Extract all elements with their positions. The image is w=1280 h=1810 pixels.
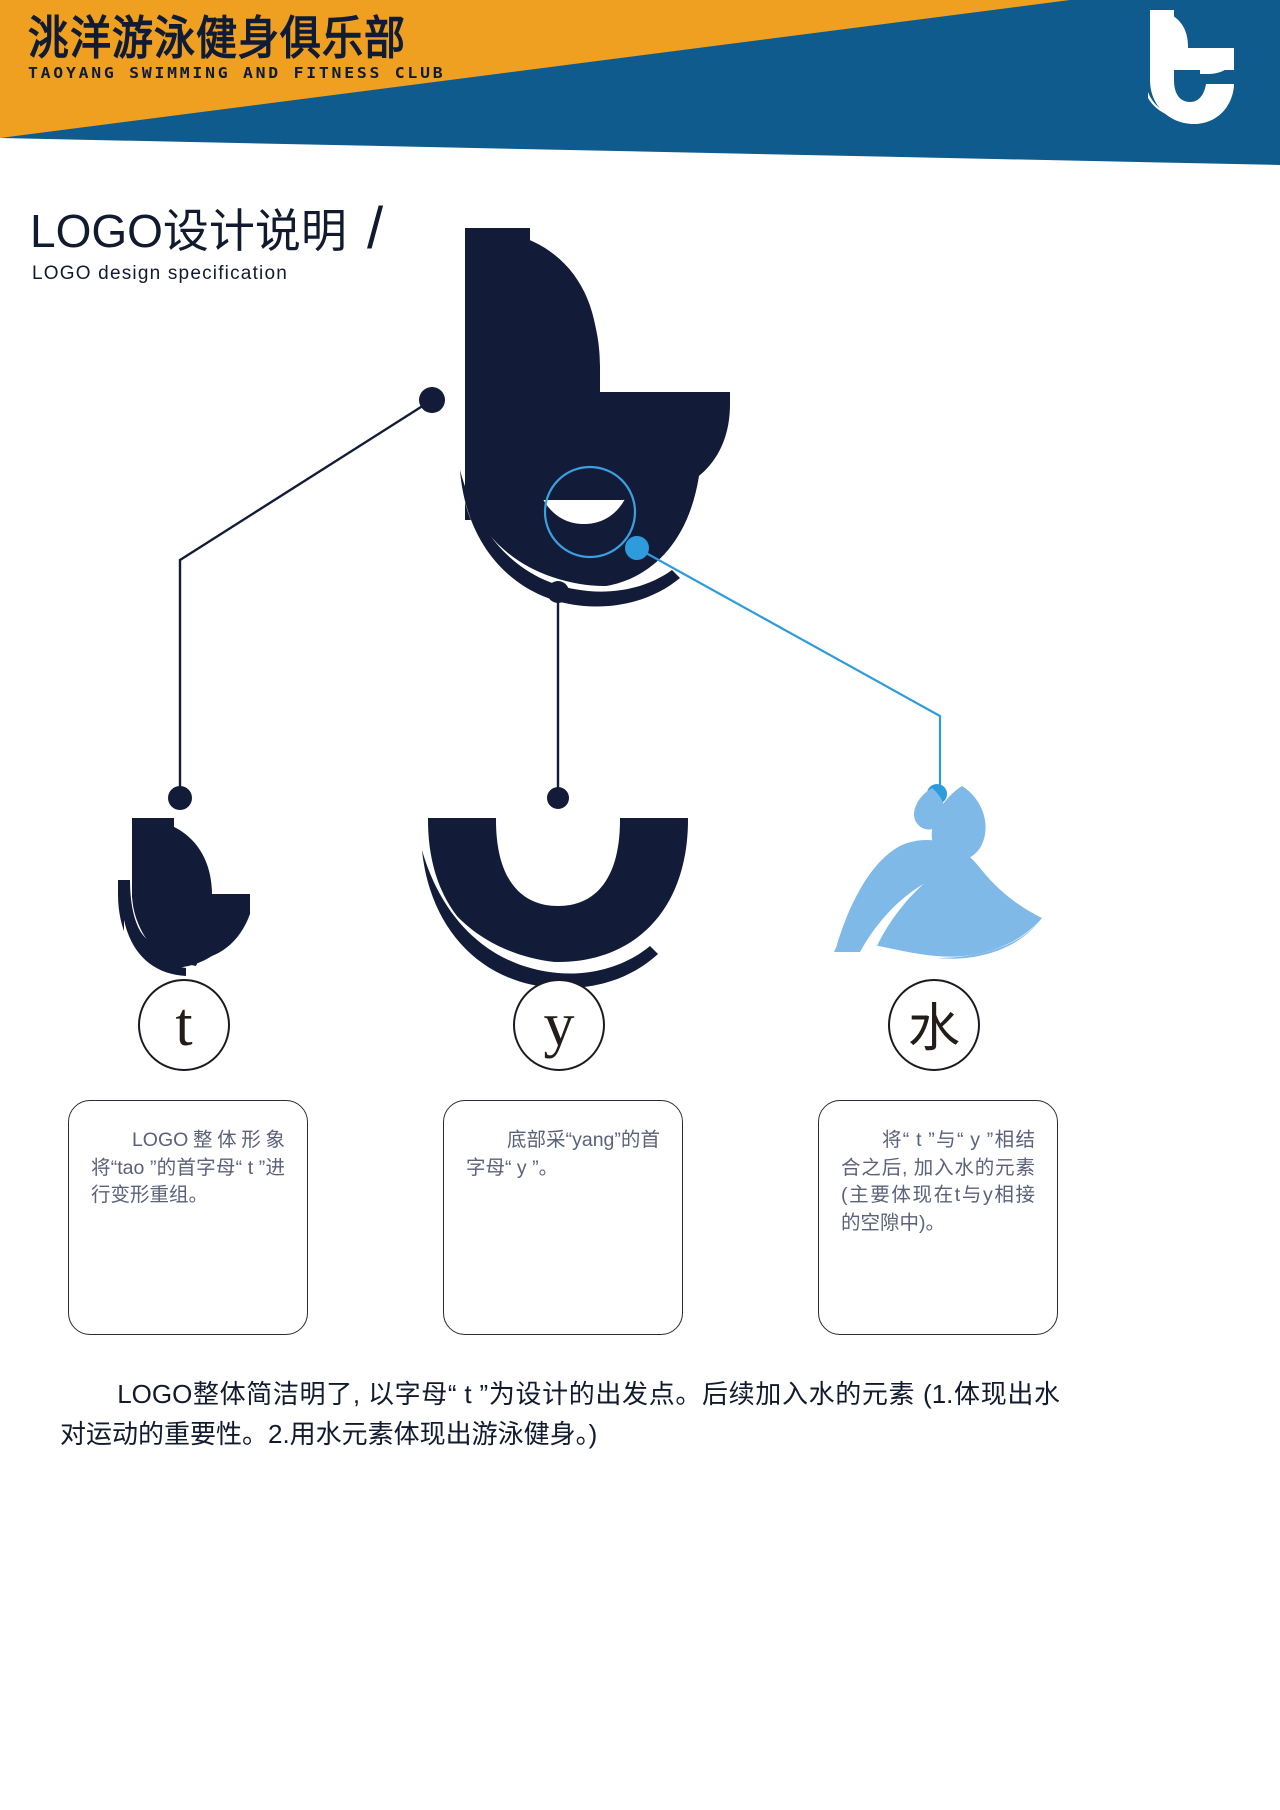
title-slash-decoration: / (366, 196, 384, 261)
connector-dot-bottom-t (168, 786, 192, 810)
circle-label-y-text: y (544, 991, 575, 1059)
circle-label-t-text: t (175, 991, 192, 1059)
header-orange-band (0, 0, 1070, 138)
connector-dot-top-y (547, 581, 569, 603)
circle-label-y: y (513, 979, 605, 1071)
note-box-y-text: 底部采“yang”的首字母“ y ”。 (466, 1129, 660, 1179)
note-box-water-text: 将“ t ”与“ y ”相结合之后, 加入水的元素 (主要体现在t与y相接的空隙… (841, 1129, 1035, 1235)
brand-name-en: TAOYANG SWIMMING AND FITNESS CLUB (28, 64, 446, 82)
element-y-mark (422, 818, 688, 989)
connector-dot-top-water (625, 536, 649, 560)
connector-dot-top-t (419, 387, 445, 413)
poster-header: 洮洋游泳健身俱乐部 TAOYANG SWIMMING AND FITNESS C… (0, 0, 1280, 165)
page-subtitle: LOGO design specification (32, 263, 289, 285)
note-box-t-text: LOGO整体形象将“tao ”的首字母“ t ”进行变形重组。 (91, 1129, 285, 1207)
note-box-y: 底部采“yang”的首字母“ y ”。 (443, 1100, 683, 1335)
summary-paragraph: LOGO整体简洁明了, 以字母“ t ”为设计的出发点。后续加入水的元素 (1.… (60, 1379, 1060, 1450)
corner-t-logo-icon (1148, 10, 1234, 124)
brand-lockup: 洮洋游泳健身俱乐部 TAOYANG SWIMMING AND FITNESS C… (28, 11, 443, 82)
circle-label-water-text: 水 (908, 999, 960, 1059)
connector-t (168, 387, 445, 810)
highlight-circle (543, 465, 637, 559)
page-title-block: LOGO设计说明 / LOGO design specification (30, 196, 384, 285)
circle-label-water: 水 (888, 979, 980, 1071)
header-shapes (0, 0, 1280, 165)
main-logo-mark (460, 228, 730, 607)
note-box-t: LOGO整体形象将“tao ”的首字母“ t ”进行变形重组。 (68, 1100, 308, 1335)
page-title: LOGO设计说明 (30, 205, 347, 258)
header-blue-band (0, 0, 1280, 165)
note-box-row: LOGO整体形象将“tao ”的首字母“ t ”进行变形重组。 底部采“yang… (0, 1100, 1280, 1340)
element-t-mark (118, 818, 250, 976)
element-water-mark (834, 786, 1042, 959)
connector-y (547, 581, 569, 809)
connector-dot-bottom-y (547, 787, 569, 809)
circle-label-t: t (138, 979, 230, 1071)
brand-name-cn: 洮洋游泳健身俱乐部 (28, 11, 406, 66)
note-box-water: 将“ t ”与“ y ”相结合之后, 加入水的元素 (主要体现在t与y相接的空隙… (818, 1100, 1058, 1335)
